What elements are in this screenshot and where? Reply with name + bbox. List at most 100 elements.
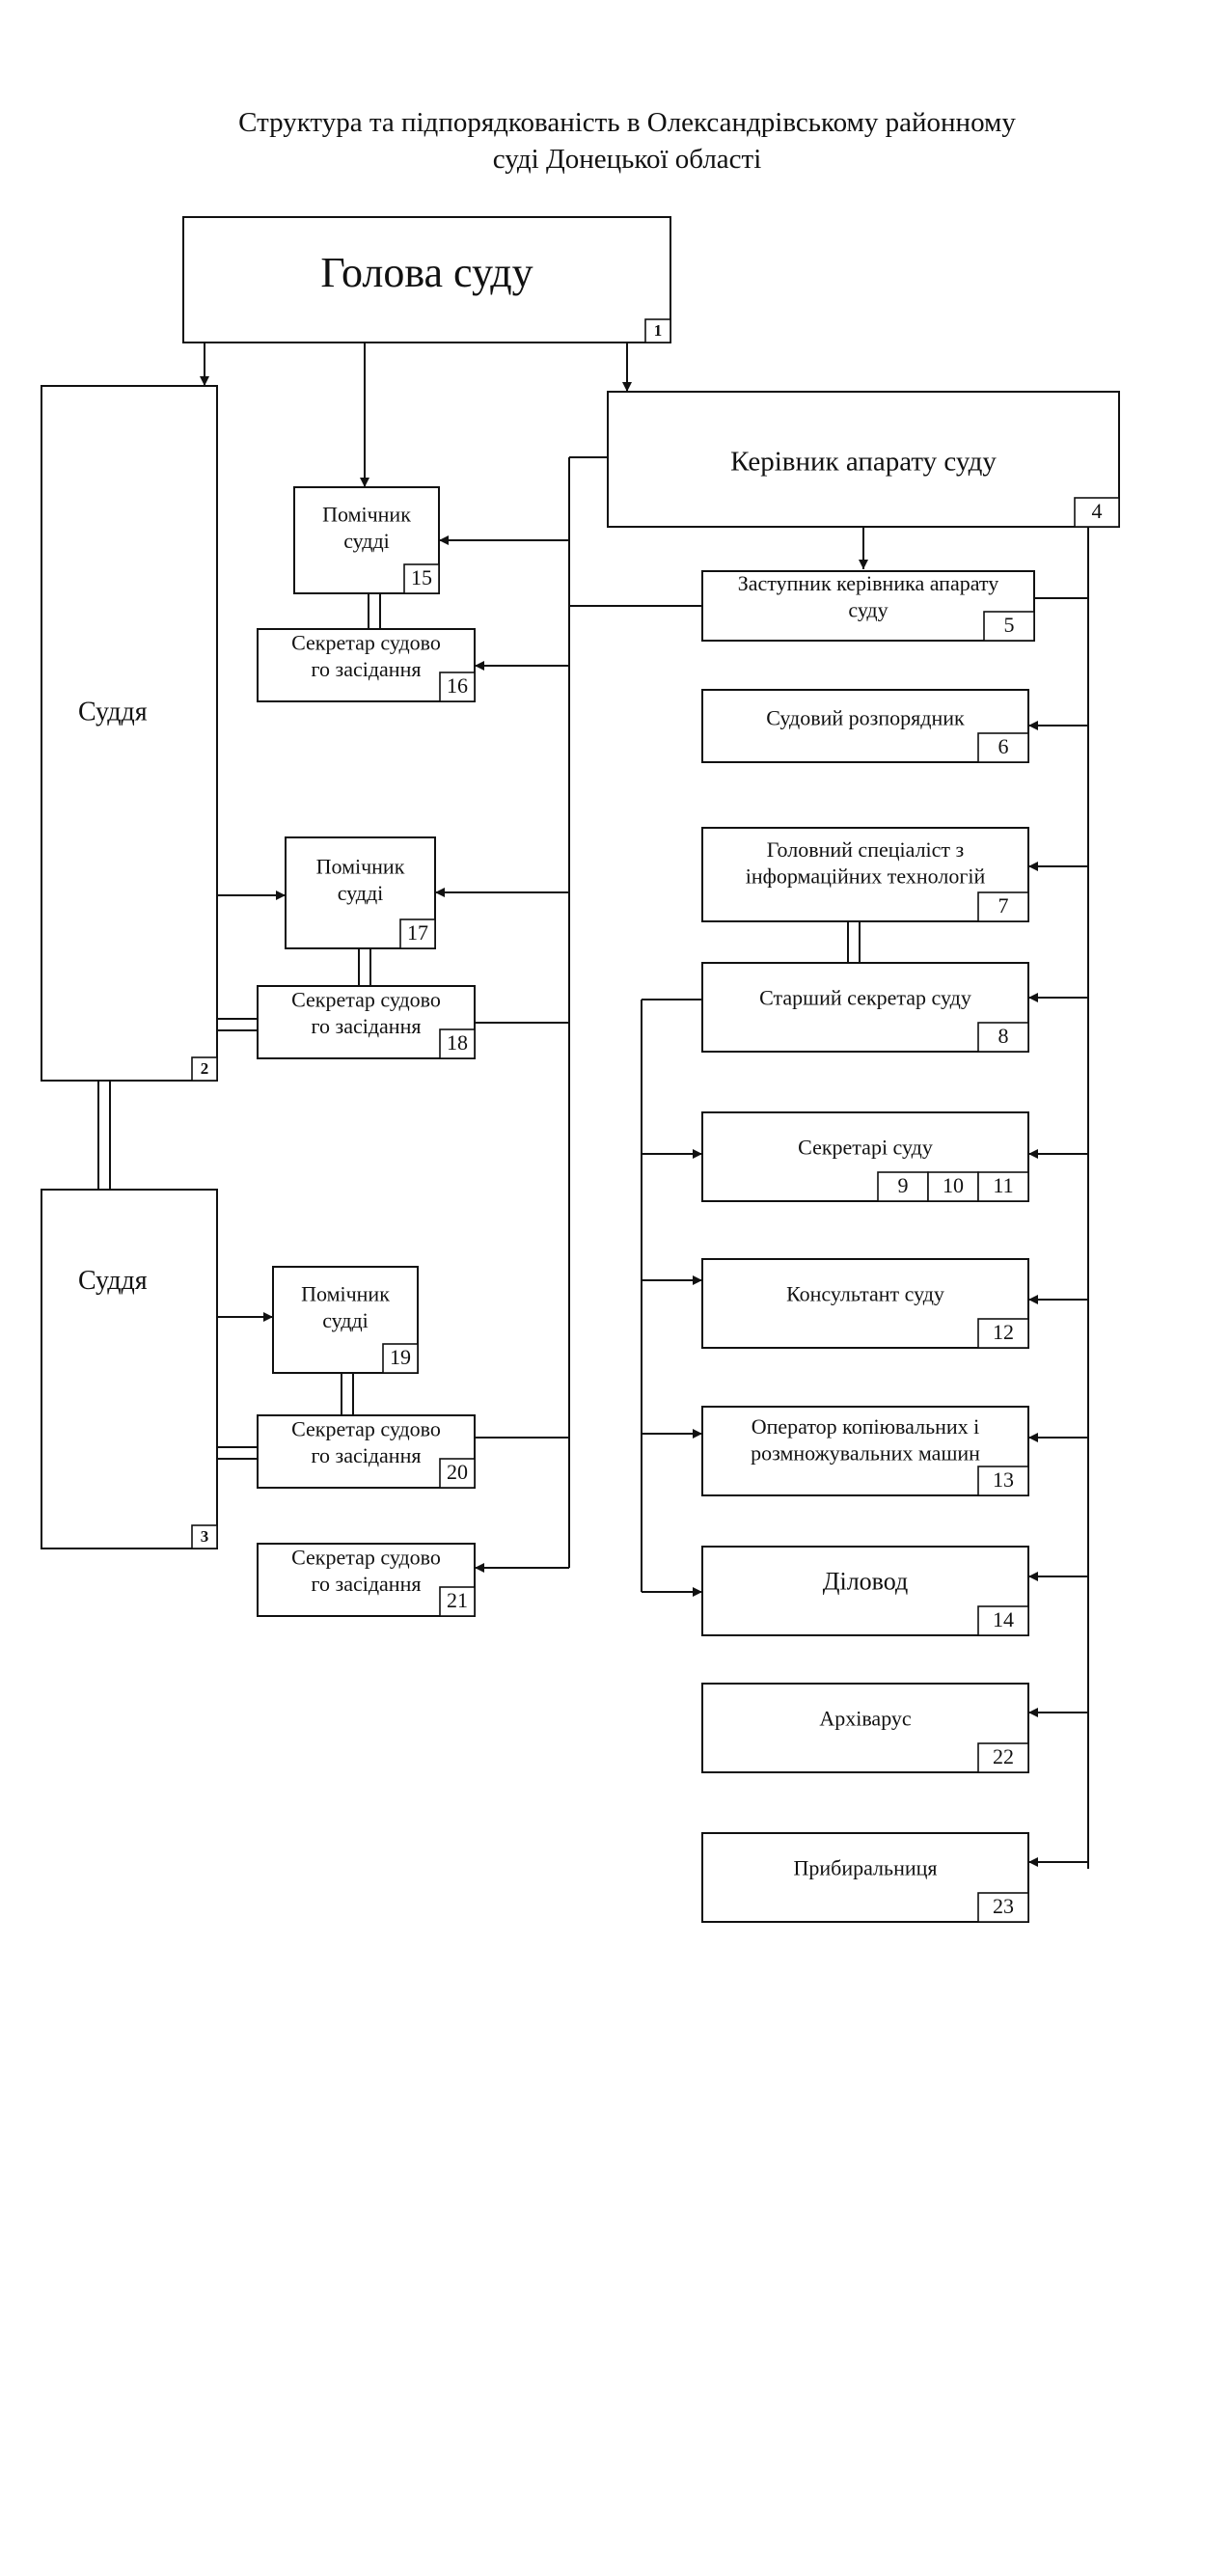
node-number: 7 (998, 893, 1009, 918)
node-number: 19 (390, 1345, 411, 1369)
node-label-line: Консультант суду (786, 1282, 944, 1306)
node-number: 10 (943, 1173, 964, 1197)
node-box (41, 1189, 218, 1549)
node-session-secretary-20: Секретар судово го засідання 20 (257, 1414, 476, 1489)
node-label-line: Старший секретар суду (759, 986, 971, 1010)
node-label-line: Секретар судово (291, 1416, 441, 1440)
node-box (701, 1546, 1029, 1636)
node-label-line: Керівник апарату суду (730, 447, 997, 478)
node-label-line: Секретарі суду (798, 1136, 933, 1160)
node-box (701, 1258, 1029, 1349)
node-box (257, 628, 476, 702)
node-label-line: Головний спеціаліст з (767, 837, 965, 862)
node-number: 6 (998, 734, 1009, 758)
node-label-line: Секретар судово (291, 987, 441, 1011)
node-archivist: Архіварус 22 (701, 1683, 1029, 1773)
node-number-box (977, 1171, 1029, 1202)
node-label-line: Голова суду (320, 249, 533, 296)
node-label-line: го засідання (312, 657, 422, 681)
node-number: 18 (447, 1030, 468, 1055)
node-number: 5 (1004, 613, 1015, 637)
node-box (257, 1414, 476, 1489)
node-cleaner: Прибиральниця 23 (701, 1832, 1029, 1923)
node-number-box (191, 1524, 218, 1549)
node-number-box (399, 918, 436, 949)
node-number: 11 (993, 1173, 1013, 1197)
node-number-box (1074, 497, 1120, 528)
node-label-line: розмножувальних машин (751, 1441, 980, 1466)
node-label-line: Помічник (316, 854, 405, 878)
node-session-secretary-18: Секретар судово го засідання 18 (257, 985, 476, 1059)
node-box (182, 216, 671, 343)
node-box (701, 689, 1029, 763)
title-line-1: Структура та підпорядкованість в Олексан… (238, 107, 1016, 138)
node-number: 2 (201, 1059, 209, 1078)
node-judge-2: Суддя 2 (41, 385, 218, 1082)
node-clerk: Діловод 14 (701, 1546, 1029, 1636)
node-label-line: Суддя (78, 697, 148, 726)
node-senior-secretary: Старший секретар суду 8 (701, 962, 1029, 1053)
node-label-line: Оператор копіювальних і (752, 1414, 980, 1439)
node-number: 4 (1092, 499, 1103, 523)
node-number-box (977, 1892, 1029, 1923)
node-number: 9 (898, 1173, 909, 1197)
node-number-box (977, 1605, 1029, 1636)
node-label-line: Помічник (301, 1281, 390, 1305)
node-label-line: Діловод (823, 1568, 909, 1596)
node-label-line: го засідання (312, 1443, 422, 1467)
node-label-line: судді (322, 1308, 369, 1332)
node-label-line: Секретар судово (291, 1545, 441, 1569)
node-label-line: судді (338, 881, 384, 905)
connectors (97, 342, 1089, 1869)
node-label-line: Помічник (322, 502, 411, 526)
node-number-box (403, 563, 440, 594)
node-number-box (927, 1171, 979, 1202)
node-label-line: Прибиральниця (793, 1856, 937, 1880)
node-number: 15 (411, 565, 432, 589)
node-number-box (977, 891, 1029, 922)
node-number: 14 (993, 1607, 1014, 1631)
node-box (701, 962, 1029, 1053)
node-number-box (644, 318, 671, 343)
node-number: 3 (201, 1527, 209, 1546)
node-number-box (877, 1171, 929, 1202)
node-label-line: Архіварус (819, 1707, 912, 1731)
node-label-line: Судовий розпорядник (766, 706, 965, 730)
node-label-line: го засідання (312, 1572, 422, 1596)
node-court-administrator: Судовий розпорядник 6 (701, 689, 1029, 763)
node-number-box (439, 1586, 476, 1617)
node-number-box (977, 1742, 1029, 1773)
node-number: 8 (998, 1024, 1009, 1048)
node-number: 22 (993, 1744, 1014, 1768)
node-number: 16 (447, 673, 468, 698)
node-session-secretary-21: Секретар судово го засідання 21 (257, 1543, 476, 1617)
node-number: 17 (407, 920, 428, 945)
node-assistant-19: Помічник судді 19 (272, 1266, 419, 1374)
node-number-box (382, 1343, 419, 1374)
node-number: 20 (447, 1460, 468, 1484)
node-number: 21 (447, 1588, 468, 1612)
title-line-2: суді Донецької області (492, 144, 762, 175)
node-box (701, 570, 1035, 642)
node-chief-of-staff: Керівник апарату суду 4 (607, 391, 1120, 528)
node-number: 23 (993, 1894, 1014, 1918)
node-label-line: Заступник керівника апарату (738, 571, 999, 595)
node-box (701, 1683, 1029, 1773)
node-box (701, 1406, 1029, 1496)
node-number-box (977, 1022, 1029, 1053)
diagram-title: Структура та підпорядкованість в Олексан… (145, 104, 1109, 178)
node-number-box (439, 1458, 476, 1489)
node-number-box (439, 1028, 476, 1059)
node-label-line: інформаційних технологій (746, 864, 986, 889)
node-number-box (977, 732, 1029, 763)
node-box (607, 391, 1120, 528)
node-label-line: го засідання (312, 1014, 422, 1038)
node-box (257, 985, 476, 1059)
node-number-box (983, 611, 1035, 642)
